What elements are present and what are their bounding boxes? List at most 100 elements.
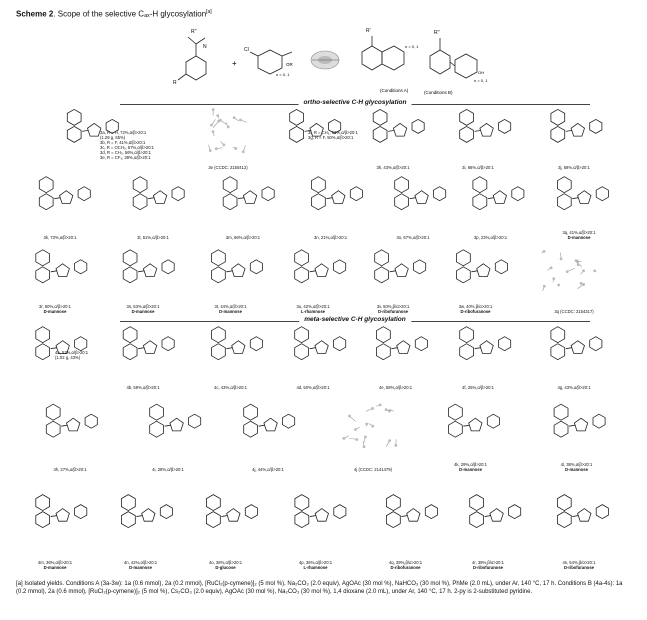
compound-3i: 3i, 66%,α/β>20:1 xyxy=(440,108,516,170)
compound-4p: 4p, 36%,α/β>20:1L-rhamnose xyxy=(270,475,361,570)
caption-4m: 4m, 36%,α/β>20:1D-mannose xyxy=(14,560,96,570)
caption-3t: 3t, 44%,α/β>20:1D-mannose xyxy=(190,304,271,314)
caption-4r: 4r, 39%,β/α>20:1D-ribofuranose xyxy=(450,560,526,570)
svg-text:R': R' xyxy=(366,28,371,34)
svg-text:+: + xyxy=(232,59,237,68)
caption-4j_xtal: 4j (CCDC: 2141479) xyxy=(330,467,416,472)
svg-text:Cl: Cl xyxy=(244,47,249,53)
structure-3h xyxy=(350,108,436,156)
caption-3v: 3v, 50%,β/α>20:1D-ribofuranose xyxy=(355,304,431,314)
caption-line-3j-0: 3j, 58%,α/β>20:1 xyxy=(520,165,628,170)
caption-4a: 4a, 52%,α/β>20:1(1.02 g, 43%) xyxy=(55,350,96,360)
structure-4j_xtal xyxy=(330,394,416,458)
compound-4g: 4g, 43%,α/β>20:1 xyxy=(520,322,628,390)
compound-3u: 3u, 42%,α/β>20:1L-rhamnose xyxy=(275,244,351,314)
caption-4h: 4h, 27%,α/β>20:1 xyxy=(14,467,126,472)
compound-4d: 4d, 50%,α/β>20:1 xyxy=(275,322,351,390)
caption-4q: 4q, 39%,β/α>20:1D-ribofuranose xyxy=(365,560,446,570)
sugar-label-4q: D-ribofuranose xyxy=(365,565,446,570)
caption-4j: 4j, 44%,α/β>20:1 xyxy=(210,467,326,472)
compound-4f: 4f, 25%,α/β>20:1 xyxy=(440,322,516,390)
svg-text:OR: OR xyxy=(286,62,294,67)
compound-3e_xtal: 3e (CCDC: 2150412) xyxy=(190,108,266,170)
structure-4l xyxy=(525,394,628,458)
compound-4c: 4c, 43%,α/β>20:1 xyxy=(190,322,271,390)
reactant-aryl xyxy=(178,37,206,80)
svg-text:(Conditions B): (Conditions B) xyxy=(424,90,453,95)
compound-4o: 4o, 38%,α/β>20:1D-glucose xyxy=(185,475,266,570)
caption-3l: 3l, 51%,α/β>20:1 xyxy=(110,235,196,240)
structure-3q xyxy=(530,172,628,226)
compound-4s: 4s, 54%,β/α>20:1D-ribofuranose xyxy=(530,475,628,570)
svg-text:n = 0, 1: n = 0, 1 xyxy=(276,72,290,77)
caption-line-3l-0: 3l, 51%,α/β>20:1 xyxy=(110,235,196,240)
caption-3k: 3k, 73%,α/β>20:1 xyxy=(14,235,106,240)
caption-3q_xtal: 3q (CCDC: 2154317) xyxy=(520,309,628,314)
structure-4b xyxy=(100,322,186,376)
structure-3r xyxy=(14,244,96,300)
caption-3q: 3q, 41%,α/β>20:1D-mannose xyxy=(530,230,628,240)
structure-4o xyxy=(185,475,266,556)
caption-3w: 3w, 40%,β/α>20:1D-ribofuranose xyxy=(435,304,516,314)
sugar-label-3r: D-mannose xyxy=(14,309,96,314)
caption-line-3n-0: 3n, 21%,α/β>20:1 xyxy=(290,235,371,240)
compound-4a: 4a, 52%,α/β>20:1(1.02 g, 43%) xyxy=(14,322,96,390)
caption-line-4i-0: 4i, 28%,α/β>20:1 xyxy=(130,467,206,472)
compound-4b: 4b, 59%,α/β>20:1 xyxy=(100,322,186,390)
structure-3u xyxy=(275,244,351,300)
structure-4q xyxy=(365,475,446,556)
caption-line-3h-0: 3h, 43%,α/β>20:1 xyxy=(350,165,436,170)
caption-line-3a_group-5: 3e, R = CF₃, 38%,α/β>20:1 xyxy=(100,155,186,160)
caption-line-4j-0: 4j, 44%,α/β>20:1 xyxy=(210,467,326,472)
caption-line-4h-0: 4h, 27%,α/β>20:1 xyxy=(14,467,126,472)
compound-3q: 3q, 41%,α/β>20:1D-mannose xyxy=(530,172,628,240)
structure-4h xyxy=(14,394,126,458)
sugar-label-3t: D-mannose xyxy=(190,309,271,314)
compound-3l: 3l, 51%,α/β>20:1 xyxy=(110,172,196,240)
footnote: [a] Isolated yields. Conditions A (3a-3w… xyxy=(16,580,632,596)
compound-4r: 4r, 39%,β/α>20:1D-ribofuranose xyxy=(450,475,526,570)
svg-text:n = 0, 1: n = 0, 1 xyxy=(474,78,488,83)
structure-3n xyxy=(290,172,371,226)
sugar-label-4s: D-ribofuranose xyxy=(530,565,628,570)
caption-line-3p-0: 3p, 23%,α/β>20:1 xyxy=(455,235,526,240)
compound-3h: 3h, 43%,α/β>20:1 xyxy=(350,108,436,170)
sugar-label-4k: D-mannose xyxy=(420,467,521,472)
svg-text:n = 0, 1: n = 0, 1 xyxy=(405,44,419,49)
compound-3j: 3j, 58%,α/β>20:1 xyxy=(520,108,628,170)
structure-4k xyxy=(420,394,521,458)
sugar-label-3v: D-ribofuranose xyxy=(355,309,431,314)
caption-3f: 3f, R = CH₃, 58%,α/β>20:13g, R = F, 50%,… xyxy=(308,130,346,140)
caption-4p: 4p, 36%,α/β>20:1L-rhamnose xyxy=(270,560,361,570)
reaction-scheme-drawing: R'' N R + Cl OR n = 0, 1 R' n = 0, 1 (Co… xyxy=(0,0,647,100)
compound-4i: 4i, 28%,α/β>20:1 xyxy=(130,394,206,472)
caption-4d: 4d, 50%,α/β>20:1 xyxy=(275,385,351,390)
caption-3n: 3n, 21%,α/β>20:1 xyxy=(290,235,371,240)
structure-4c xyxy=(190,322,271,376)
compound-3t: 3t, 44%,α/β>20:1D-mannose xyxy=(190,244,271,314)
caption-4i: 4i, 28%,α/β>20:1 xyxy=(130,467,206,472)
caption-3e_xtal: 3e (CCDC: 2150412) xyxy=(190,165,266,170)
compound-3o: 3o, 67%,α/β>20:1 xyxy=(375,172,451,240)
structure-3m xyxy=(200,172,286,226)
compound-3k: 3k, 73%,α/β>20:1 xyxy=(14,172,106,240)
caption-3r: 3r, 50%,α/β>20:1D-mannose xyxy=(14,304,96,314)
sugar-label-3w: D-ribofuranose xyxy=(435,309,516,314)
product-b xyxy=(430,38,477,78)
structure-4g xyxy=(520,322,628,376)
compound-4k: 4k, 29%,α/β>20:1D-mannose xyxy=(420,394,521,472)
compound-3m: 3m, 66%,α/β>20:1 xyxy=(200,172,286,240)
compound-4h: 4h, 27%,α/β>20:1 xyxy=(14,394,126,472)
structure-4e xyxy=(355,322,436,376)
structure-3w xyxy=(435,244,516,300)
caption-3j: 3j, 58%,α/β>20:1 xyxy=(520,165,628,170)
compound-3a_group: 3a, R = H, 72%,α/β>20:1(1.29 g, 65%)3b, … xyxy=(14,108,186,170)
sugar-label-3s: D-mannose xyxy=(100,309,186,314)
caption-line-3k-0: 3k, 73%,α/β>20:1 xyxy=(14,235,106,240)
sugar-label-4n: D-mannose xyxy=(100,565,181,570)
compound-3p: 3p, 23%,α/β>20:1 xyxy=(455,172,526,240)
structure-3l xyxy=(110,172,196,226)
caption-4e: 4e, 58%,α/β>20:1 xyxy=(355,385,436,390)
caption-3h: 3h, 43%,α/β>20:1 xyxy=(350,165,436,170)
structure-4i xyxy=(130,394,206,458)
